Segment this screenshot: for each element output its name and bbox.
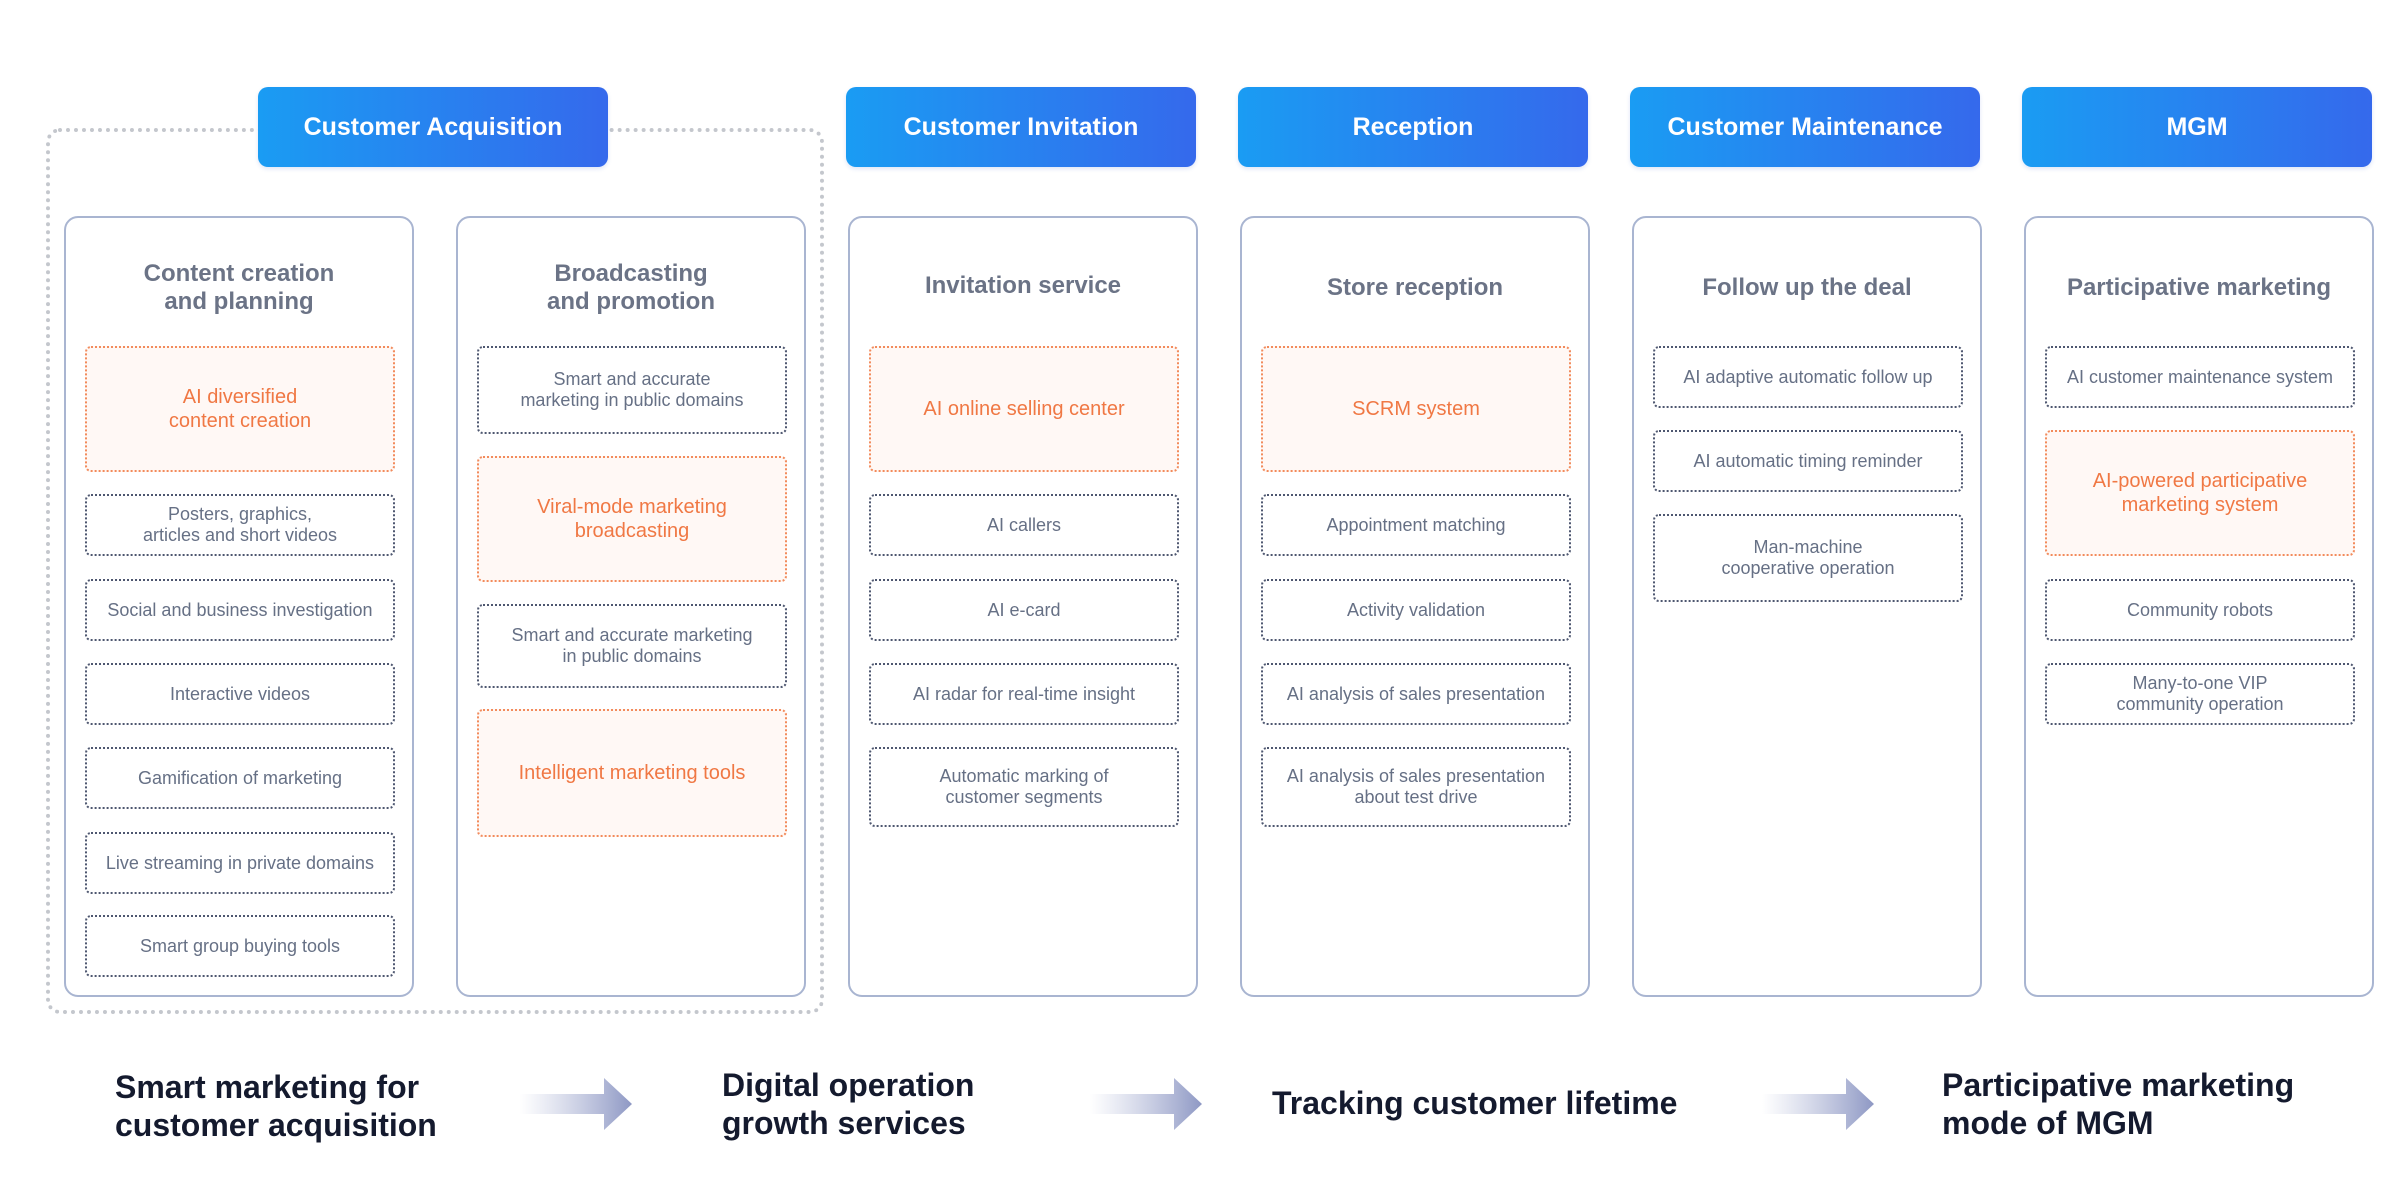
- stage-header-customer-acquisition: Customer Acquisition: [258, 87, 608, 167]
- column-broadcasting: Broadcasting and promotion Smart and acc…: [456, 216, 806, 997]
- feature-item: AI customer maintenance system: [2045, 346, 2355, 408]
- column-participative-marketing: Participative marketing AI customer main…: [2024, 216, 2374, 997]
- footer-label-smart-marketing: Smart marketing for customer acquisition: [115, 1069, 437, 1143]
- feature-item: AI automatic timing reminder: [1653, 430, 1963, 492]
- feature-item: Smart and accurate marketing in public d…: [477, 346, 787, 434]
- column-title: Content creation and planning: [143, 260, 335, 315]
- feature-item: Smart group buying tools: [85, 915, 395, 977]
- feature-item: Viral-mode marketing broadcasting: [477, 456, 787, 582]
- stage-header-customer-maintenance: Customer Maintenance: [1630, 87, 1980, 167]
- column-title: Store reception: [1326, 274, 1504, 301]
- feature-item: Appointment matching: [1261, 494, 1571, 556]
- feature-item: AI-powered participative marketing syste…: [2045, 430, 2355, 556]
- feature-item: Many-to-one VIP community operation: [2045, 663, 2355, 725]
- feature-item: Community robots: [2045, 579, 2355, 641]
- feature-item: Activity validation: [1261, 579, 1571, 641]
- feature-item: AI callers: [869, 494, 1179, 556]
- feature-item: Social and business investigation: [85, 579, 395, 641]
- feature-item: SCRM system: [1261, 346, 1571, 472]
- feature-item: Interactive videos: [85, 663, 395, 725]
- column-follow-up-deal: Follow up the deal AI adaptive automatic…: [1632, 216, 1982, 997]
- flow-arrow-icon: [1090, 1078, 1202, 1130]
- feature-item: Intelligent marketing tools: [477, 709, 787, 837]
- flow-arrow-icon: [520, 1078, 632, 1130]
- footer-label-digital-operation: Digital operation growth services: [722, 1067, 975, 1141]
- stage-header-reception: Reception: [1238, 87, 1588, 167]
- feature-item: Smart and accurate marketing in public d…: [477, 604, 787, 688]
- feature-item: Live streaming in private domains: [85, 832, 395, 894]
- feature-item: AI online selling center: [869, 346, 1179, 472]
- feature-item: AI e-card: [869, 579, 1179, 641]
- feature-item: Gamification of marketing: [85, 747, 395, 809]
- column-title: Participative marketing: [2066, 274, 2332, 301]
- feature-item: AI analysis of sales presentation: [1261, 663, 1571, 725]
- column-invitation-service: Invitation service AI online selling cen…: [848, 216, 1198, 997]
- flow-arrow-icon: [1762, 1078, 1874, 1130]
- feature-item: Automatic marking of customer segments: [869, 747, 1179, 827]
- stage-header-mgm: MGM: [2022, 87, 2372, 167]
- feature-item: AI adaptive automatic follow up: [1653, 346, 1963, 408]
- footer-label-tracking-lifetime: Tracking customer lifetime: [1272, 1085, 1678, 1121]
- feature-item: AI radar for real-time insight: [869, 663, 1179, 725]
- feature-item: AI diversified content creation: [85, 346, 395, 472]
- footer-label-participative-mgm: Participative marketing mode of MGM: [1942, 1067, 2295, 1141]
- column-title: Invitation service: [924, 272, 1122, 299]
- feature-item: Posters, graphics, articles and short vi…: [85, 494, 395, 556]
- column-title: Broadcasting and promotion: [547, 260, 715, 315]
- feature-item: Man-machine cooperative operation: [1653, 514, 1963, 602]
- stage-header-customer-invitation: Customer Invitation: [846, 87, 1196, 167]
- column-title: Follow up the deal: [1702, 274, 1912, 301]
- feature-item: AI analysis of sales presentation about …: [1261, 747, 1571, 827]
- column-content-creation: Content creation and planning AI diversi…: [64, 216, 414, 997]
- column-store-reception: Store reception SCRM system Appointment …: [1240, 216, 1590, 997]
